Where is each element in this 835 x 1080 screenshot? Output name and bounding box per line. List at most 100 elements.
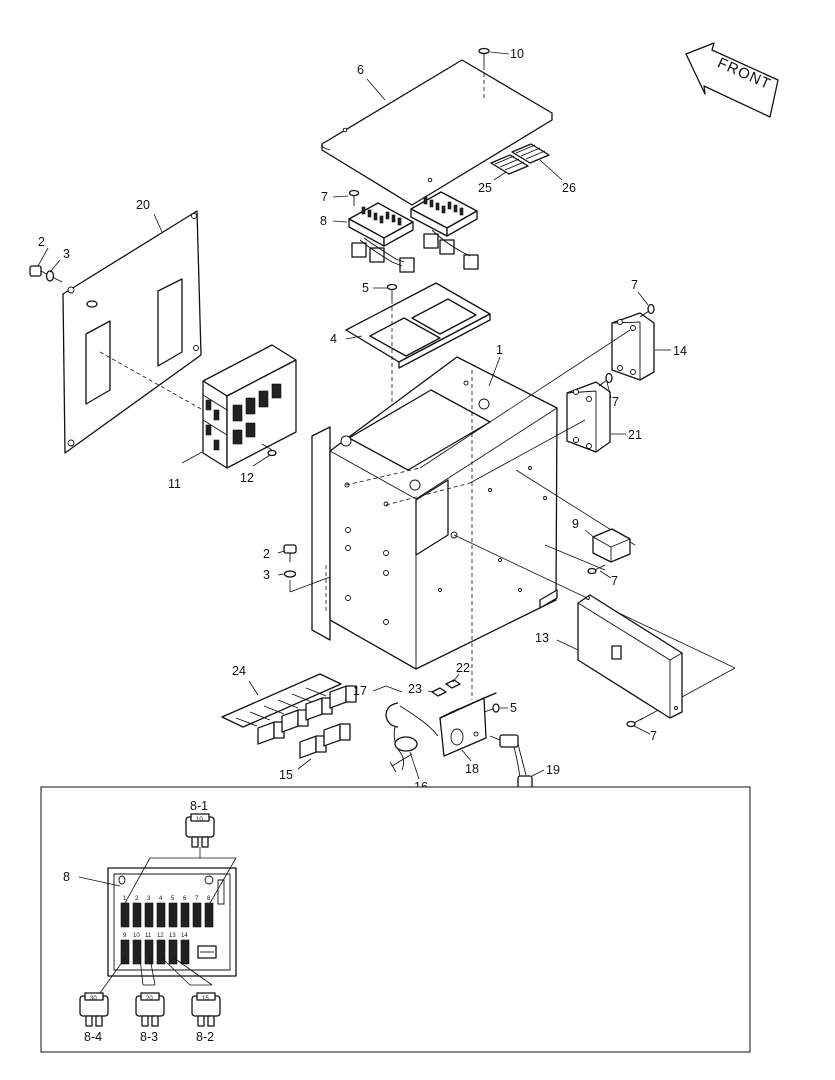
callout-14: 14 bbox=[673, 344, 687, 358]
part-11-controller bbox=[202, 344, 297, 469]
callout-7-relay14: 7 bbox=[631, 278, 638, 292]
part-7-screw-relay-9 bbox=[587, 564, 606, 575]
part-8-fuse-box-left bbox=[348, 202, 415, 273]
part-2-bolt-left bbox=[29, 265, 63, 283]
part-18-bracket bbox=[439, 692, 497, 757]
part-20-side-panel bbox=[62, 210, 266, 454]
slot-12: 12 bbox=[157, 933, 164, 939]
part-23-grommet bbox=[431, 687, 447, 697]
part-26-label-sheet bbox=[511, 143, 550, 164]
part-17-pin bbox=[385, 685, 403, 693]
fuse-8-4-rating: 30 bbox=[90, 996, 97, 1002]
part-24-label-sheet bbox=[221, 673, 342, 728]
callout-7-fusebox: 7 bbox=[321, 190, 328, 204]
callout-4: 4 bbox=[330, 332, 337, 346]
callout-18: 18 bbox=[465, 762, 479, 776]
callout-21: 21 bbox=[628, 428, 642, 442]
callout-13: 13 bbox=[535, 631, 549, 645]
part-3-washer-mid bbox=[283, 570, 297, 578]
inset-bottom-row-slot-numbers: 9 10 11 12 13 14 bbox=[123, 933, 188, 939]
callout-8: 8 bbox=[320, 214, 327, 228]
fuse-8-1: 10 bbox=[185, 813, 215, 848]
part-9-relay bbox=[592, 528, 631, 563]
part-2-bolt-mid bbox=[283, 544, 297, 562]
part-14-relay-module bbox=[611, 312, 655, 381]
callout-25: 25 bbox=[478, 181, 492, 195]
leader-lines bbox=[37, 51, 671, 780]
inset-leader-lines bbox=[78, 847, 237, 994]
callout-3-upper: 3 bbox=[63, 247, 70, 261]
callout-17: 17 bbox=[353, 684, 367, 698]
part-3-washer-left bbox=[45, 270, 55, 282]
callout-19: 19 bbox=[546, 763, 560, 777]
slot-14: 14 bbox=[181, 933, 188, 939]
slot-8: 8 bbox=[207, 896, 211, 902]
part-4-bracket bbox=[345, 282, 491, 369]
callout-12: 12 bbox=[240, 471, 254, 485]
callout-5-upper: 5 bbox=[362, 281, 369, 295]
fuse-8-3-rating: 20 bbox=[146, 996, 153, 1002]
callout-5-lower: 5 bbox=[510, 701, 517, 715]
slot-5: 5 bbox=[171, 896, 175, 902]
callout-6: 6 bbox=[357, 63, 364, 77]
callout-2-lower: 2 bbox=[263, 547, 270, 561]
part-10-screw bbox=[478, 47, 490, 100]
assembly-lines bbox=[289, 329, 736, 721]
part-5-screw-bracket-18 bbox=[483, 703, 500, 713]
fuse-8-4: 30 bbox=[79, 992, 109, 1027]
callout-3-lower: 3 bbox=[263, 568, 270, 582]
part-7-screw-fusebox bbox=[348, 189, 360, 206]
part-12-screw bbox=[261, 443, 277, 457]
slot-10: 10 bbox=[133, 933, 140, 939]
part-7-screw-relay-14 bbox=[639, 303, 655, 318]
callout-23: 23 bbox=[408, 682, 422, 696]
callout-26: 26 bbox=[562, 181, 576, 195]
front-direction-arrow: FRONT bbox=[685, 42, 779, 118]
callout-7-relay21: 7 bbox=[612, 395, 619, 409]
slot-11: 11 bbox=[145, 933, 152, 939]
callout-15: 15 bbox=[279, 768, 293, 782]
slot-1: 1 bbox=[123, 896, 127, 902]
callout-20: 20 bbox=[136, 198, 150, 212]
inset-callout-8-4: 8-4 bbox=[84, 1030, 102, 1044]
part-21-relay-module bbox=[566, 381, 611, 453]
inset-callout-8-2: 8-2 bbox=[196, 1030, 214, 1044]
callout-2-upper: 2 bbox=[38, 235, 45, 249]
callout-24: 24 bbox=[232, 664, 246, 678]
inset-callout-8: 8 bbox=[63, 870, 70, 884]
inset-bottom-row-fuses bbox=[120, 939, 217, 965]
callout-22: 22 bbox=[456, 661, 470, 675]
fuse-8-1-rating: 10 bbox=[196, 817, 203, 823]
part-22-label bbox=[445, 679, 461, 689]
callout-11: 11 bbox=[168, 477, 181, 491]
fuse-8-2-rating: 15 bbox=[202, 996, 209, 1002]
part-19-connector bbox=[489, 734, 533, 795]
part-13-controller-plate bbox=[577, 594, 683, 719]
slot-4: 4 bbox=[159, 896, 163, 902]
fuse-8-2: 15 bbox=[191, 992, 221, 1027]
inset-callout-8-3: 8-3 bbox=[140, 1030, 158, 1044]
part-7-screw-plate bbox=[626, 717, 644, 728]
part-1-main-box bbox=[311, 356, 558, 700]
callout-7-relay9: 7 bbox=[611, 574, 618, 588]
slot-6: 6 bbox=[183, 896, 187, 902]
part-6-top-cover bbox=[321, 59, 553, 206]
inset-top-row-slot-numbers: 1 2 3 4 5 6 7 8 bbox=[123, 896, 211, 902]
callout-numbers: 1 2 3 2 3 4 5 5 6 7 7 7 7 7 8 9 10 11 12… bbox=[38, 47, 687, 794]
inset-callout-8-1: 8-1 bbox=[190, 799, 208, 813]
part-7-screw-relay-21 bbox=[598, 372, 613, 387]
callout-7-plate: 7 bbox=[650, 729, 657, 743]
callout-1: 1 bbox=[496, 343, 503, 357]
slot-7: 7 bbox=[195, 896, 199, 902]
part-15-relays bbox=[257, 685, 357, 759]
inset-top-row-fuses bbox=[120, 902, 214, 928]
slot-3: 3 bbox=[147, 896, 151, 902]
callout-10: 10 bbox=[510, 47, 524, 61]
inset-fuse-box-detail: 1 2 3 4 5 6 7 8 9 10 11 12 13 14 bbox=[40, 786, 751, 1053]
part-16-harness bbox=[385, 702, 439, 773]
slot-9: 9 bbox=[123, 933, 127, 939]
callout-9: 9 bbox=[572, 517, 579, 531]
slot-13: 13 bbox=[169, 933, 176, 939]
part-25-label-sheet bbox=[490, 154, 529, 175]
